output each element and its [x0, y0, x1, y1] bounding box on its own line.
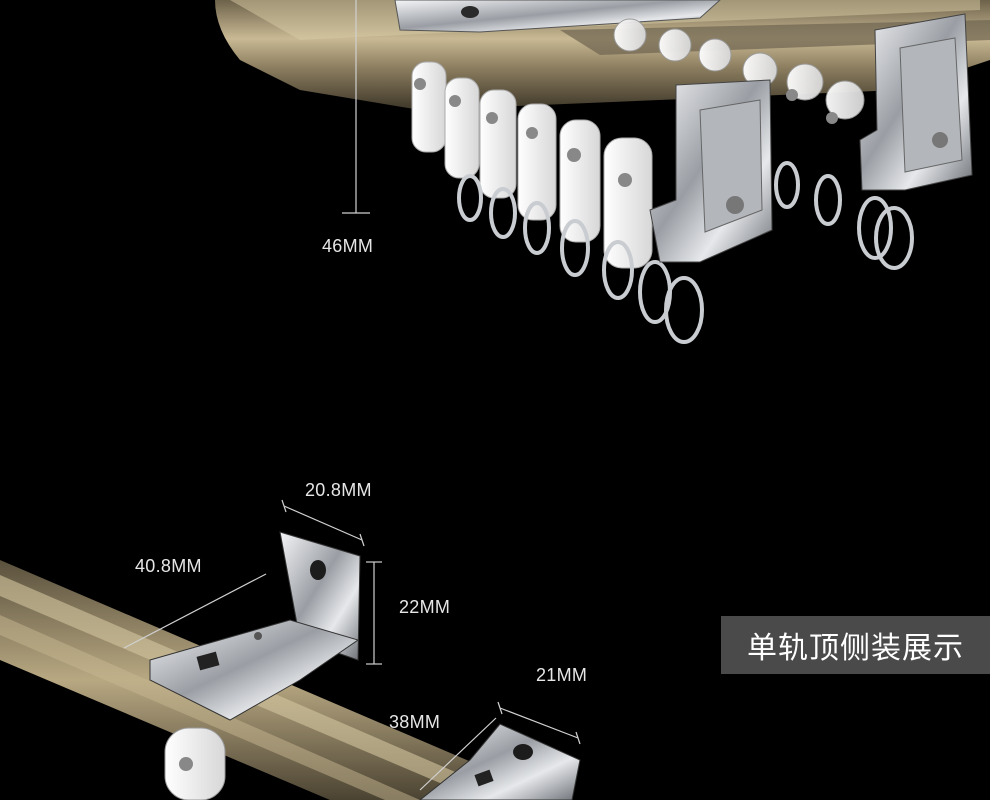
mounting-bracket-1 — [149, 531, 361, 721]
height-dimension-line — [342, 0, 370, 214]
bottom-glider — [164, 727, 226, 800]
bracket-length-label: 40.8MM — [135, 556, 202, 576]
clip-length-label: 38MM — [389, 712, 441, 732]
top-gliders — [411, 18, 914, 344]
top-chrome-plate — [394, 0, 721, 33]
clip-width-label: 21MM — [536, 665, 588, 685]
top-end-stops — [649, 13, 973, 263]
bracket-height-label: 22MM — [399, 597, 451, 617]
mounting-bracket-2 — [419, 723, 581, 800]
height-label: 46MM — [322, 236, 374, 256]
bracket-dimension-lines — [123, 499, 581, 791]
bracket-width-label: 20.8MM — [305, 480, 372, 500]
caption-banner: 单轨顶侧装展示 — [721, 616, 990, 674]
